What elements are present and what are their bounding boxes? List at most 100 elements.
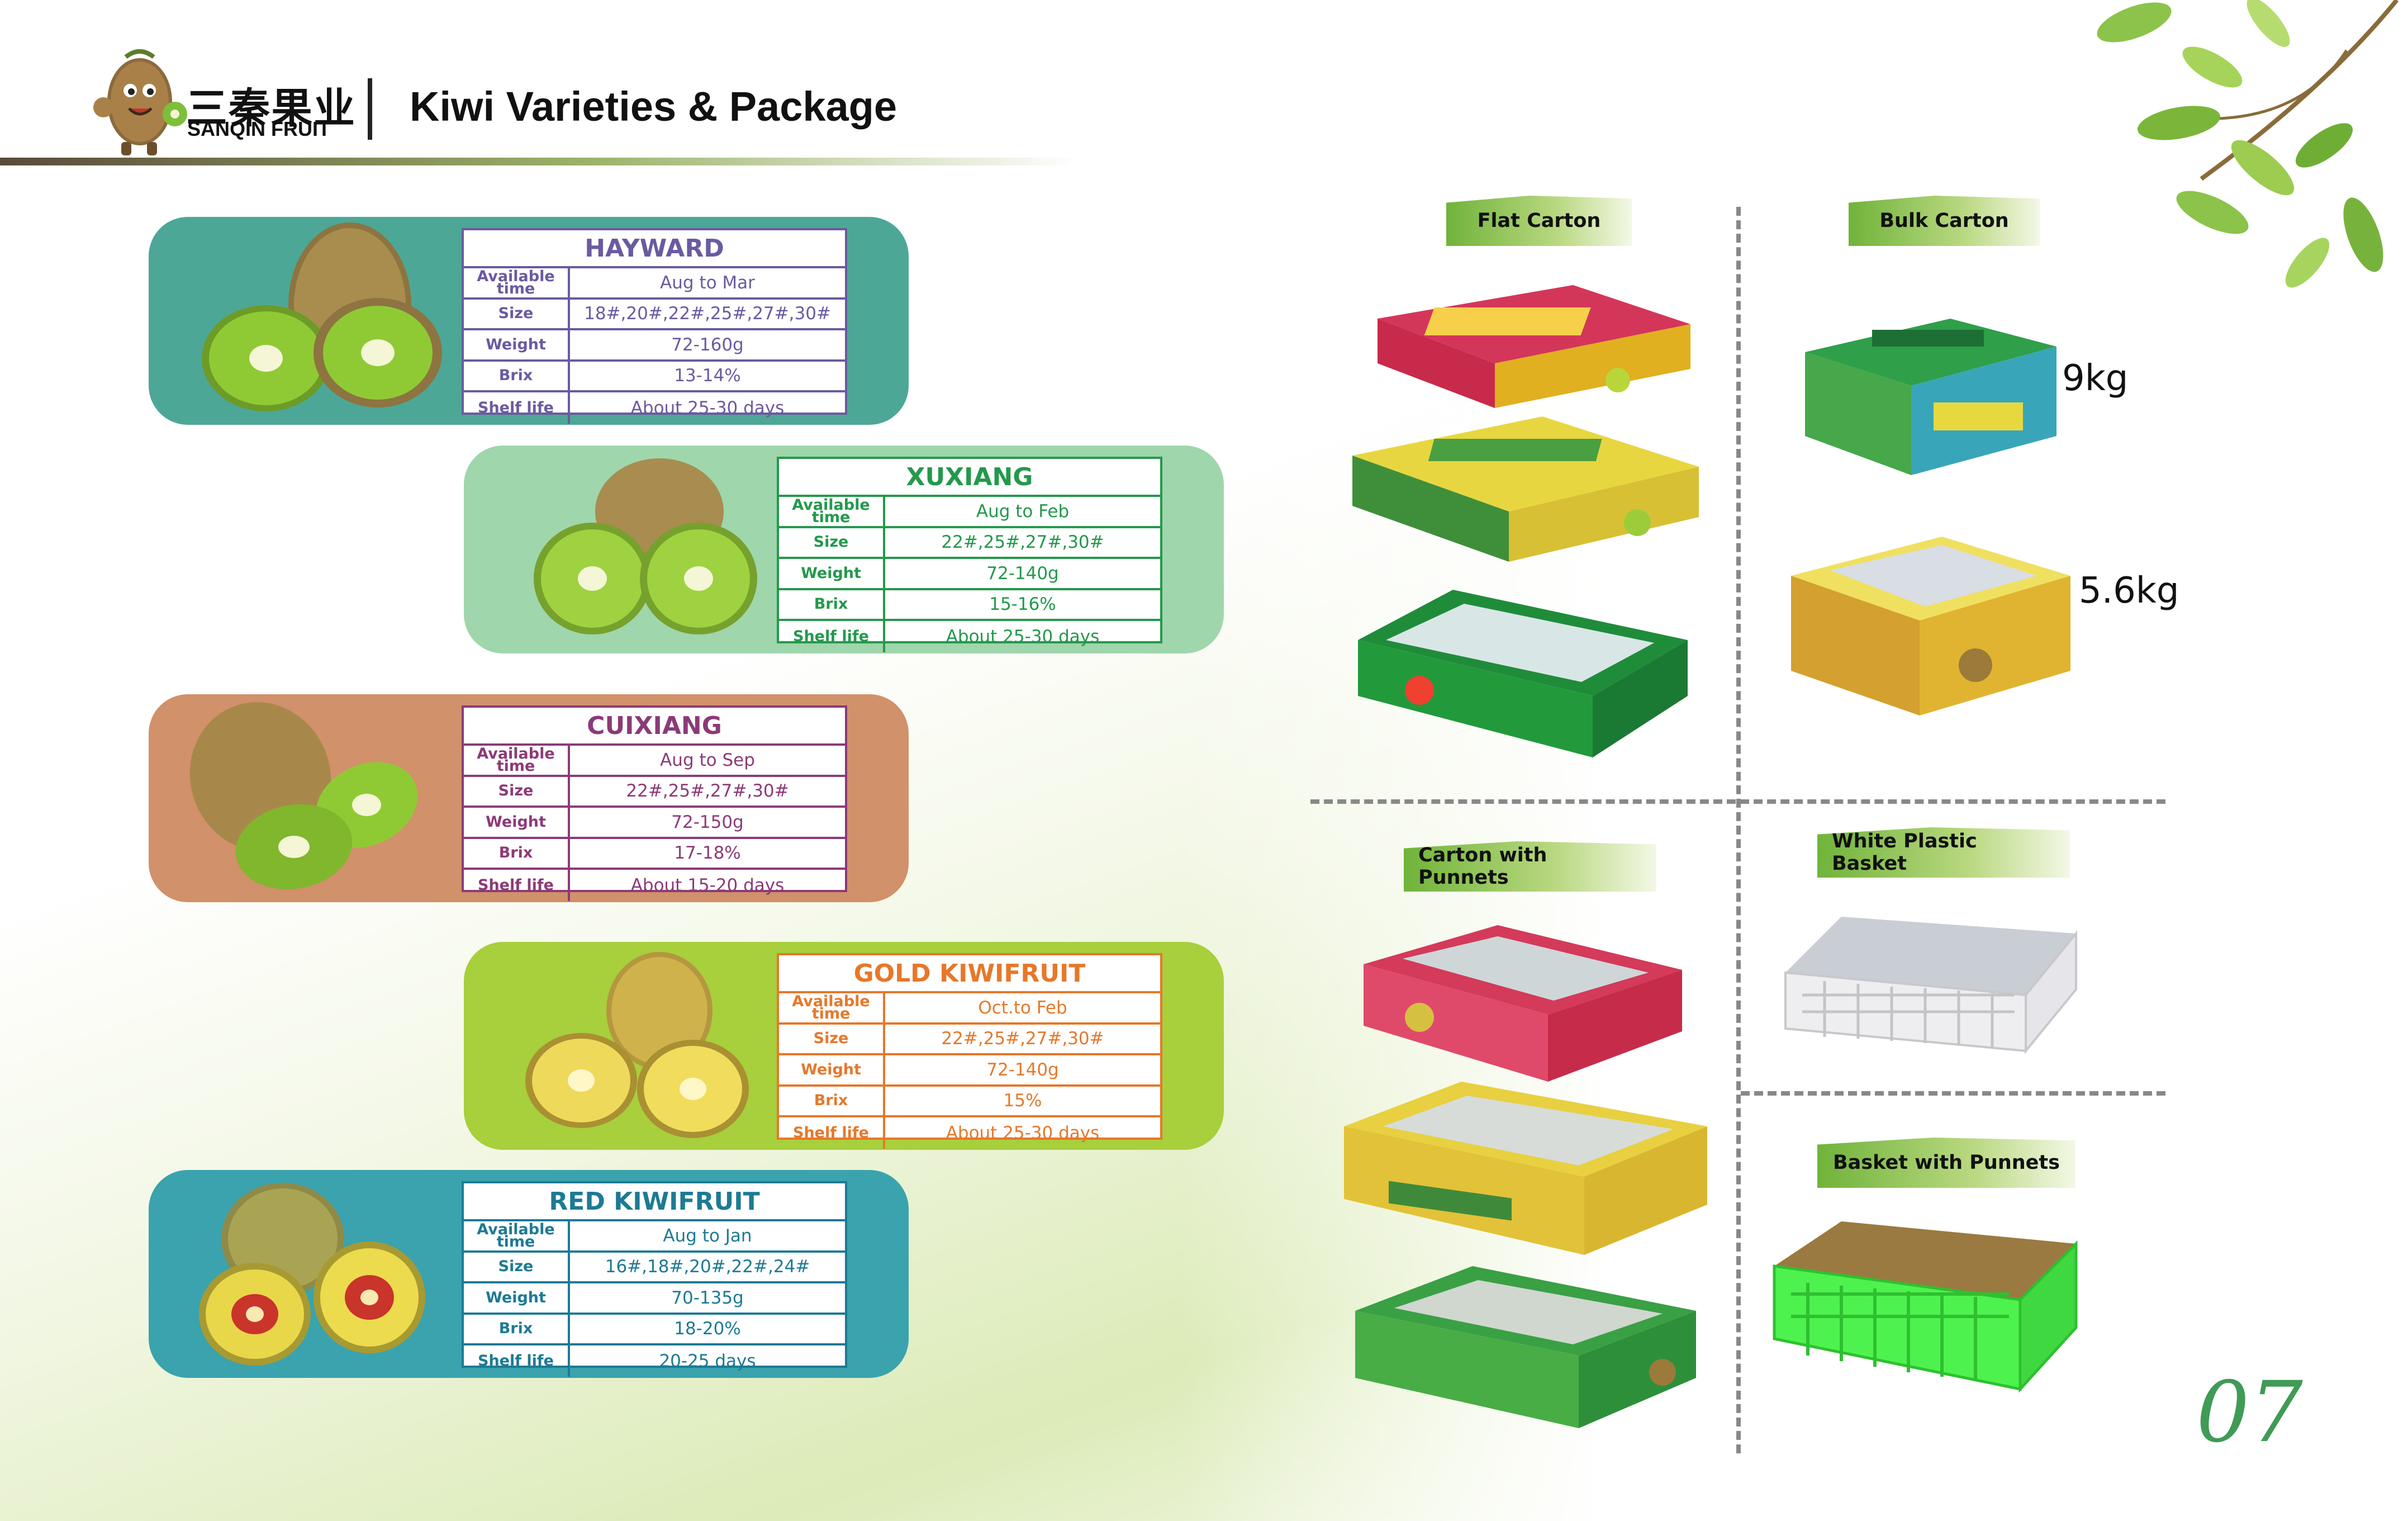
gold-kiwi-image-icon [525, 952, 749, 1138]
spec-value: 18#,20#,22#,25#,27#,30# [584, 304, 831, 324]
spec-label: Weight [779, 559, 885, 588]
spec-row-available: Available time Aug to Sep [464, 746, 845, 777]
spec-row-shelf: Shelf life About 25-30 days [779, 621, 1160, 652]
spec-value: 16#,18#,20#,22#,24# [605, 1257, 810, 1277]
spec-row-available: Available time Oct.to Feb [779, 993, 1160, 1025]
spec-label: Shelf life [779, 1117, 885, 1149]
spec-value: 72-150g [671, 812, 744, 832]
spec-value: About 25-30 days [946, 1122, 1100, 1143]
spec-row-weight: Weight 72-160g [464, 330, 845, 362]
cuixiang-kiwi-image-icon [189, 702, 418, 890]
spec-value: 70-135g [671, 1287, 744, 1308]
spec-label: Size [779, 1024, 885, 1053]
spec-label: Available time [779, 497, 885, 526]
spec-value: About 15-20 days [630, 875, 785, 895]
spec-label: Size [464, 299, 570, 328]
bulk-carton-56kg-image-icon [1791, 537, 2070, 716]
spec-value: 15-16% [989, 594, 1056, 615]
spec-value: 72-160g [671, 334, 744, 355]
spec-value: 15% [1003, 1091, 1042, 1111]
carton-punnets-yellow-image-icon [1344, 1082, 1707, 1255]
horizontal-divider [1310, 799, 2165, 804]
variety-name: XUXIANG [779, 459, 1160, 497]
spec-row-shelf: Shelf life About 25-30 days [779, 1117, 1160, 1149]
bulk-carton-9kg-image-icon [1805, 319, 2056, 475]
spec-row-available: Available time Aug to Feb [779, 497, 1160, 528]
horizontal-divider-right [1741, 1091, 2165, 1096]
variety-name: CUIXIANG [464, 708, 845, 746]
spec-value: Aug to Jan [663, 1225, 752, 1246]
spec-value: 22#,25#,27#,30# [941, 1029, 1104, 1049]
variety-name: HAYWARD [464, 230, 845, 268]
spec-label: Brix [464, 838, 570, 868]
flat-carton-red-image-icon [1378, 285, 1690, 408]
spec-label: Size [779, 528, 885, 557]
spec-value: 22#,25#,27#,30# [941, 532, 1104, 553]
spec-label: Size [464, 1252, 570, 1281]
kiwi-mascot-icon [93, 49, 187, 155]
spec-value: 18-20% [674, 1319, 741, 1339]
spec-value: 20-25 days [659, 1351, 756, 1371]
spec-label: Available time [779, 993, 885, 1022]
spec-row-brix: Brix 17-18% [464, 838, 845, 870]
spec-row-size: Size 22#,25#,27#,30# [779, 528, 1160, 559]
tag-flat-carton: Flat Carton [1446, 196, 1632, 246]
leaves-decoration-icon [2097, 0, 2399, 288]
flat-carton-green-image-icon [1358, 590, 1688, 757]
spec-label: Shelf life [779, 621, 885, 652]
header-underline [0, 158, 1079, 165]
spec-label: Weight [464, 1283, 570, 1312]
spec-label: Available time [464, 746, 570, 775]
spec-row-available: Available time Aug to Jan [464, 1221, 845, 1253]
spec-value: Aug to Mar [660, 272, 755, 293]
carton-punnets-green-image-icon [1355, 1266, 1696, 1428]
spec-value: About 25-30 days [946, 626, 1100, 647]
flat-carton-yellow-image-icon [1352, 416, 1699, 562]
brand-chinese-name: 三秦果业 [186, 84, 356, 132]
brand-english-name: SANQIN FRUIT [187, 117, 330, 140]
spec-label: Shelf life [464, 1345, 570, 1377]
tag-carton-with-punnets: Carton with Punnets [1404, 841, 1656, 892]
spec-label: Available time [464, 1221, 570, 1250]
spec-row-brix: Brix 15% [779, 1086, 1160, 1117]
weight-56kg: 5.6kg [2079, 570, 2179, 612]
header-separator [368, 78, 372, 140]
spec-value: Aug to Feb [976, 501, 1070, 522]
spec-row-size: Size 16#,18#,20#,22#,24# [464, 1252, 845, 1283]
spec-row-weight: Weight 70-135g [464, 1283, 845, 1315]
spec-row-weight: Weight 72-150g [464, 808, 845, 839]
spec-label: Brix [464, 361, 570, 390]
spec-label: Shelf life [464, 392, 570, 424]
tag-bulk-carton: Bulk Carton [1849, 196, 2040, 246]
page-title: Kiwi Varieties & Package [410, 83, 897, 130]
carton-punnets-red-image-icon [1364, 925, 1682, 1082]
weight-9kg: 9kg [2062, 358, 2129, 399]
spec-value: 72-140g [986, 563, 1059, 584]
spec-label: Weight [464, 330, 570, 359]
spec-row-size: Size 18#,20#,22#,25#,27#,30# [464, 299, 845, 330]
spec-label: Brix [779, 1086, 885, 1115]
red-kiwi-image-icon [199, 1183, 425, 1366]
page-number: 07 [2196, 1364, 2303, 1461]
spec-value: 17-18% [674, 843, 741, 864]
spec-value: Oct.to Feb [978, 997, 1067, 1018]
white-plastic-basket-image-icon [1784, 917, 2077, 1054]
spec-label: Weight [464, 808, 570, 837]
spec-value: Aug to Sep [660, 750, 755, 770]
variety-name: RED KIWIFRUIT [464, 1183, 845, 1221]
